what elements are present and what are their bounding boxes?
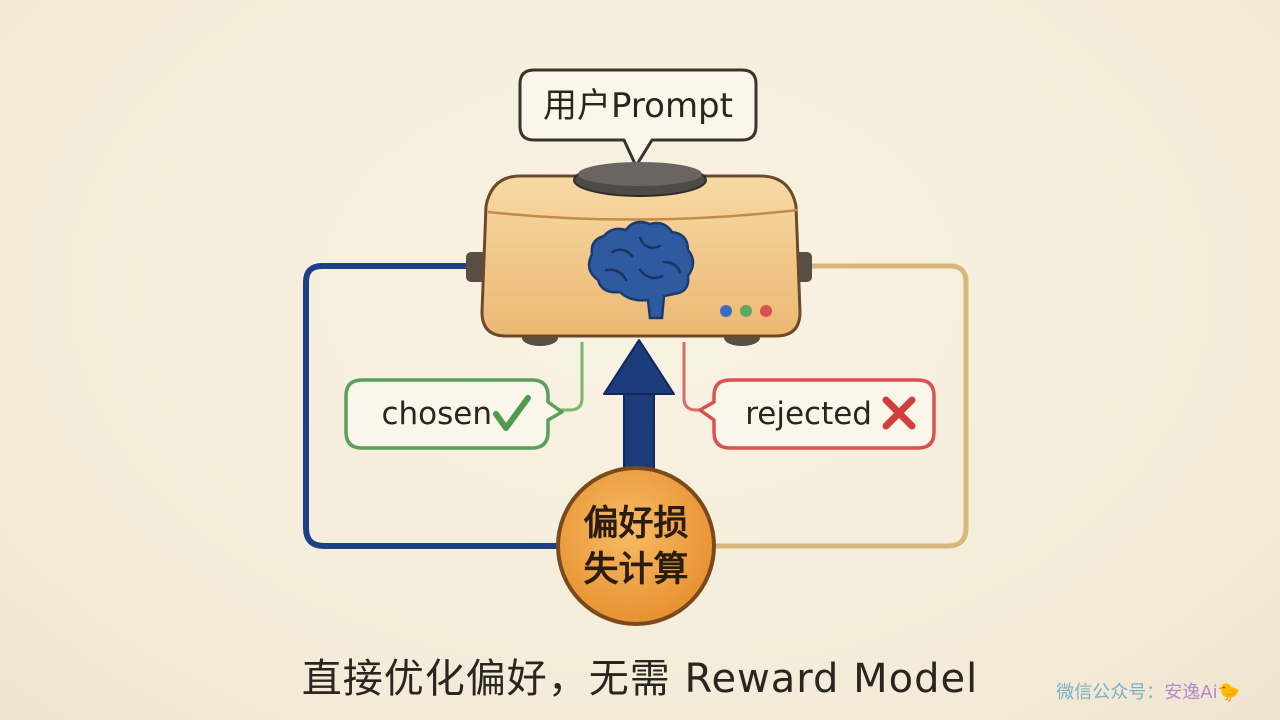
check-icon	[493, 395, 531, 431]
watermark: 微信公众号：安逸Ai🐤	[1056, 678, 1240, 704]
cross-icon	[882, 396, 916, 430]
rejected-connector	[682, 342, 714, 412]
caption: 直接优化偏好，无需 Reward Model	[301, 656, 979, 702]
right-feedback-loop	[709, 263, 969, 549]
brain-icon	[587, 220, 695, 320]
feedback-arrow	[603, 339, 675, 471]
watermark-prefix: 微信公众号：	[1056, 682, 1165, 703]
rejected-bubble	[698, 378, 936, 450]
loss-circle	[556, 466, 716, 626]
chosen-label: chosen	[381, 396, 492, 432]
left-feedback-loop	[303, 263, 563, 549]
chosen-bubble	[344, 378, 564, 450]
rejected-label: rejected	[745, 396, 872, 432]
loss-label: 偏好损失计算	[583, 504, 689, 590]
chick-icon: 🐤	[1217, 682, 1240, 703]
prompt-bubble	[518, 68, 758, 168]
prompt-label: 用户Prompt	[543, 86, 733, 126]
watermark-name: 安逸Ai	[1164, 682, 1218, 703]
chosen-connector	[548, 342, 584, 412]
